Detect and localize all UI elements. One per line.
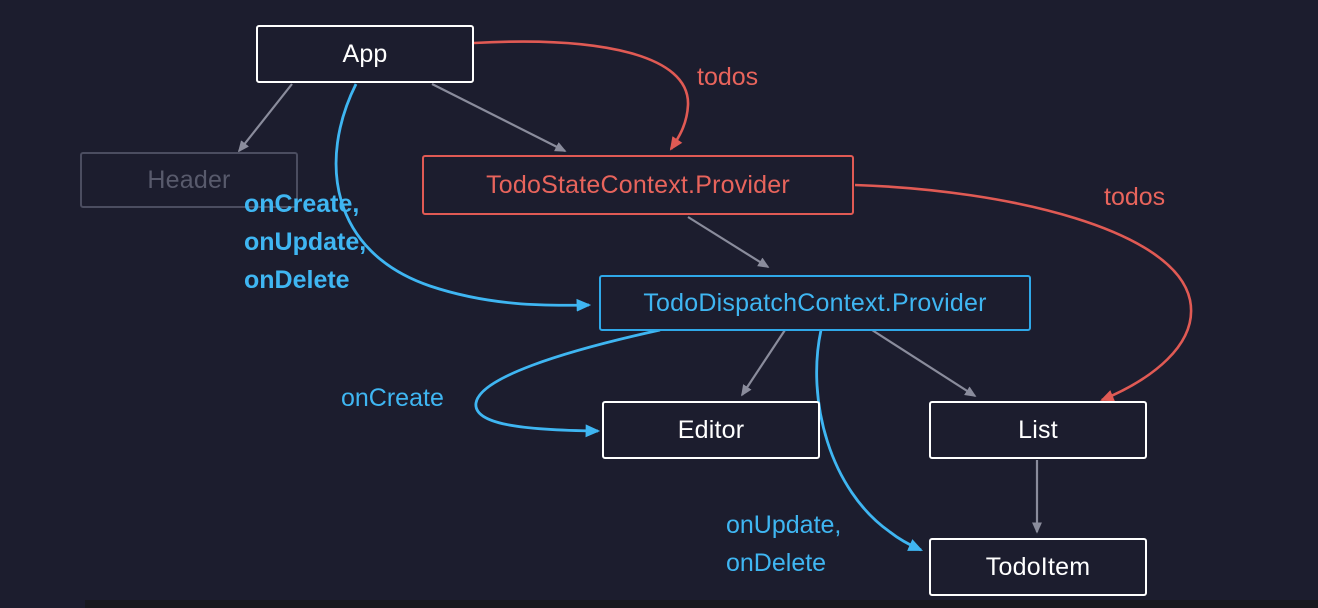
edge-app-header	[237, 83, 293, 153]
bottom-strip	[85, 600, 1318, 608]
node-list[interactable]: List	[929, 401, 1147, 459]
node-app-label: App	[342, 39, 388, 68]
node-app[interactable]: App	[256, 25, 474, 83]
node-todoitem-label: TodoItem	[985, 552, 1091, 581]
edge-label-todos-right: todos	[1104, 183, 1166, 211]
edge-app-state-provider	[431, 83, 567, 152]
node-list-label: List	[1018, 415, 1058, 444]
edge-label-todos-top: todos	[697, 63, 759, 91]
edge-state-provider-dispatch-provider	[687, 216, 770, 268]
node-todostatecontext-provider-label: TodoStateContext.Provider	[486, 170, 790, 199]
edge-label-oncreate-editor: onCreate	[341, 384, 444, 412]
edge-dispatch-provider-editor	[741, 329, 786, 397]
edge-dispatch-provider-list	[871, 329, 977, 397]
edge-app-state-provider-todos	[473, 40, 690, 151]
edge-label-todoitem-handlers: onUpdate, onDelete	[726, 511, 842, 577]
node-tododispatchcontext-provider[interactable]: TodoDispatchContext.Provider	[599, 275, 1031, 331]
edge-label-app-handlers: onCreate, onUpdate, onDelete	[244, 190, 367, 294]
node-tododispatchcontext-provider-label: TodoDispatchContext.Provider	[643, 288, 987, 317]
node-todostatecontext-provider[interactable]: TodoStateContext.Provider	[422, 155, 854, 215]
node-header[interactable]: Header	[80, 152, 298, 208]
node-todoitem[interactable]: TodoItem	[929, 538, 1147, 596]
node-header-label: Header	[147, 165, 231, 194]
node-editor[interactable]: Editor	[602, 401, 820, 459]
node-editor-label: Editor	[677, 415, 745, 444]
